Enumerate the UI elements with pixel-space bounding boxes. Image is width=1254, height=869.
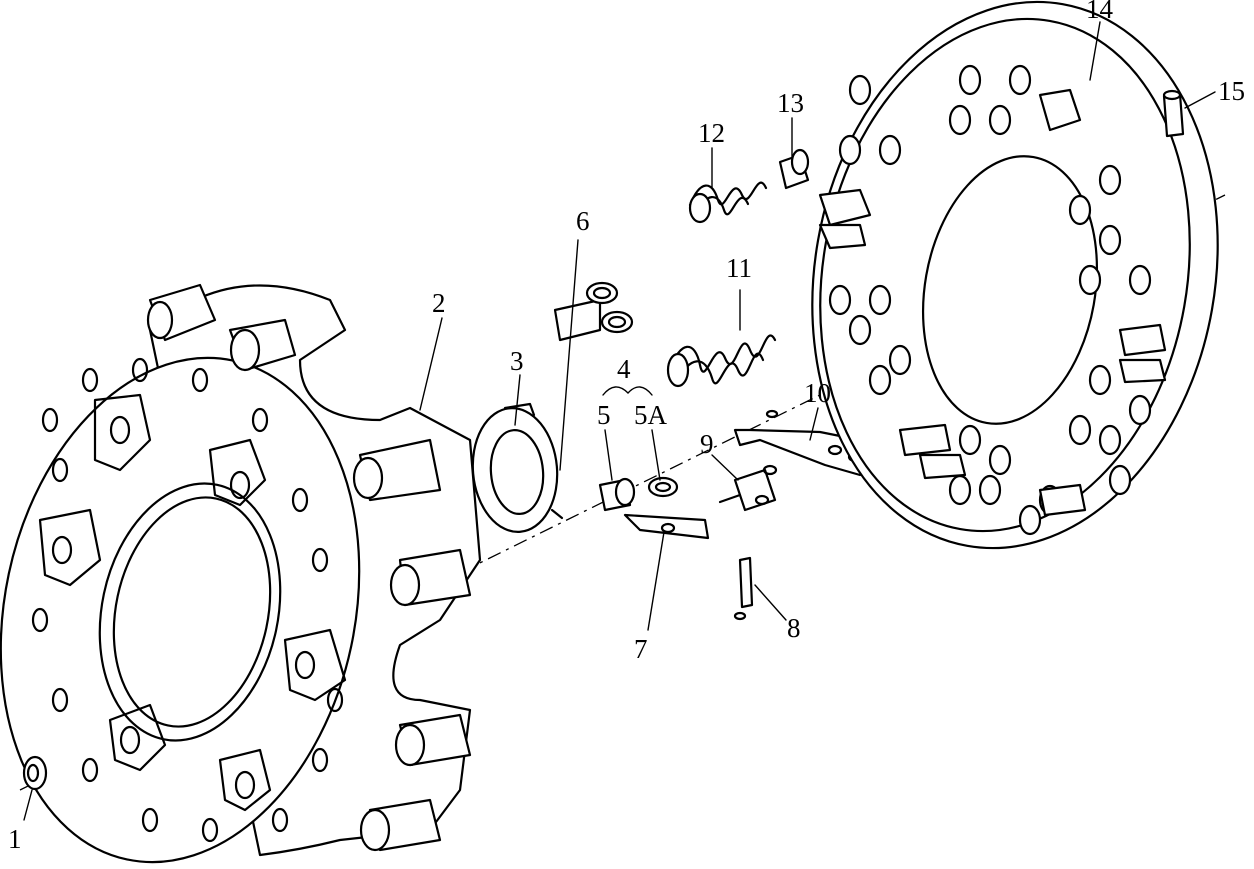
- callout-13: 13: [777, 88, 804, 118]
- leader-lines: [23, 21, 1216, 821]
- part-3-ring: [471, 402, 564, 533]
- callout-14: 14: [1086, 0, 1114, 24]
- callout-5: 5: [597, 400, 611, 430]
- callout-8: 8: [787, 613, 801, 643]
- part-11-spring: [666, 334, 777, 388]
- part-6-clip: [553, 239, 634, 471]
- callout-9: 9: [700, 429, 714, 459]
- callout-12: 12: [698, 118, 725, 148]
- part-5a-washer: [647, 476, 679, 498]
- part-8-pin: [733, 556, 754, 621]
- callout-6: 6: [576, 206, 590, 236]
- callout-4: 4: [617, 354, 631, 384]
- part-15-dowel: [1162, 89, 1185, 138]
- callout-15: 15: [1218, 76, 1245, 106]
- callout-5a: 5A: [634, 400, 668, 430]
- part-1-nut: [22, 755, 48, 791]
- back-plate-brackets: [818, 88, 1167, 517]
- callout-1: 1: [8, 824, 22, 854]
- part-9-adjuster: [718, 464, 778, 512]
- part-12-spring: [688, 181, 768, 224]
- part-7-lever: [623, 513, 710, 540]
- part-5-block: [598, 477, 636, 512]
- back-plate-pins: [828, 64, 1152, 536]
- callout-2: 2: [432, 288, 446, 318]
- callout-3: 3: [510, 346, 524, 376]
- part-2-cover-plate: [0, 283, 482, 864]
- plate-holes: [31, 357, 344, 843]
- part-13-cup: [778, 148, 810, 190]
- callout-11: 11: [726, 253, 752, 283]
- cover-bosses: [146, 283, 472, 852]
- callout-7: 7: [634, 634, 648, 664]
- callout-10: 10: [804, 378, 831, 408]
- callout-labels: 1 2 3 4 5 5A 6 7 8 9 10 11 12 13 14 15: [8, 0, 1245, 854]
- part-14-back-plate: [811, 0, 1219, 550]
